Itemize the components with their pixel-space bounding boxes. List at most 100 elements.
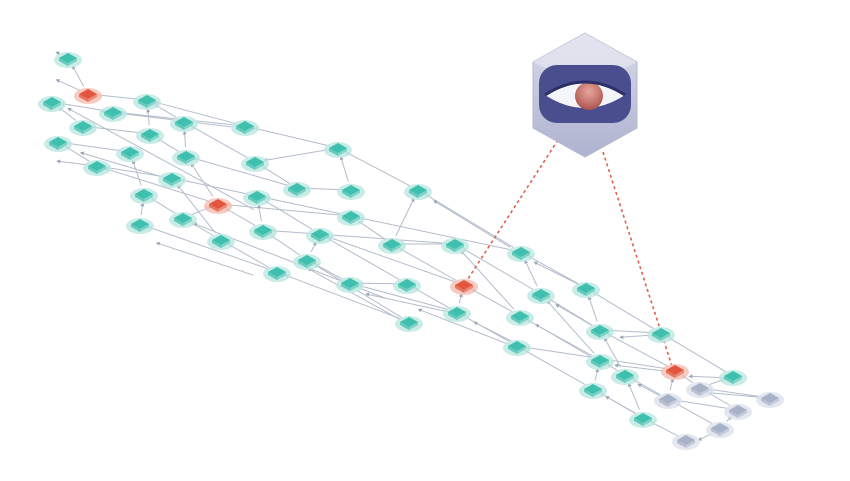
node-side-left xyxy=(135,194,144,202)
transaction-node-confirmed xyxy=(378,238,406,254)
node-side-left xyxy=(691,388,700,396)
node-side-right xyxy=(68,58,77,66)
edge xyxy=(339,155,349,182)
edge xyxy=(471,288,513,313)
node-side-right xyxy=(464,285,473,293)
node-side-right xyxy=(700,388,709,396)
node-side-right xyxy=(263,230,272,238)
edge xyxy=(365,292,450,313)
transaction-node-confirmed xyxy=(170,116,198,132)
node-side-right xyxy=(643,418,652,426)
edge xyxy=(458,293,463,304)
node-side-right xyxy=(521,252,530,260)
node-side-left xyxy=(104,112,113,120)
transaction-node-pending xyxy=(686,382,714,398)
edge xyxy=(399,248,457,281)
node-side-right xyxy=(83,126,92,134)
transaction-node-confirmed xyxy=(231,120,259,136)
node-side-right xyxy=(245,126,254,134)
edge xyxy=(708,391,762,398)
transaction-node-confirmed xyxy=(579,383,607,399)
node-side-left xyxy=(209,204,218,212)
transaction-node-confirmed xyxy=(324,142,352,158)
transaction-node-confirmed xyxy=(133,94,161,110)
edge xyxy=(264,200,313,230)
node-side-right xyxy=(418,190,427,198)
transaction-node-confirmed xyxy=(130,188,158,204)
node-side-right xyxy=(770,398,779,406)
edge xyxy=(154,104,177,118)
edge xyxy=(675,402,713,425)
transaction-node-confirmed xyxy=(44,136,72,152)
node-side-left xyxy=(43,102,52,110)
transaction-node-pending xyxy=(706,422,734,438)
edge xyxy=(79,151,164,178)
transaction-node-pending xyxy=(724,404,752,420)
node-side-left xyxy=(448,312,457,320)
node-side-right xyxy=(600,360,609,368)
node-side-left xyxy=(577,288,586,296)
node-side-right xyxy=(586,288,595,296)
node-side-right xyxy=(183,218,192,226)
node-side-left xyxy=(409,190,418,198)
edge xyxy=(58,107,77,121)
edge xyxy=(104,167,210,202)
edge xyxy=(327,236,456,283)
node-side-right xyxy=(520,316,529,324)
edge xyxy=(310,241,317,253)
node-side-right xyxy=(600,330,609,338)
edge xyxy=(284,274,401,320)
edge xyxy=(263,149,330,162)
transaction-node-confirmed xyxy=(158,172,186,188)
node-side-left xyxy=(138,100,147,108)
edge xyxy=(96,93,139,100)
transaction-node-confirmed xyxy=(136,128,164,144)
node-side-right xyxy=(675,370,684,378)
edge xyxy=(608,328,653,334)
node-side-right xyxy=(407,284,416,292)
node-side-left xyxy=(329,148,338,156)
node-side-left xyxy=(131,224,140,232)
node-side-left xyxy=(677,440,686,448)
node-side-right xyxy=(686,440,695,448)
edge xyxy=(65,146,90,162)
node-side-left xyxy=(177,156,186,164)
transaction-node-confirmed xyxy=(54,52,82,68)
node-side-right xyxy=(668,399,677,407)
edge xyxy=(632,378,661,396)
transaction-node-confirmed xyxy=(69,120,97,136)
node-side-left xyxy=(398,284,407,292)
node-side-right xyxy=(140,224,149,232)
transaction-node-confirmed xyxy=(126,218,154,234)
edge xyxy=(668,337,726,372)
node-side-left xyxy=(311,234,320,242)
node-side-right xyxy=(184,122,193,130)
watch-line xyxy=(465,139,559,283)
node-side-right xyxy=(257,196,266,204)
node-side-left xyxy=(652,333,661,341)
transaction-node-confirmed xyxy=(241,156,269,172)
node-side-left xyxy=(246,162,255,170)
edge xyxy=(357,220,385,240)
node-side-left xyxy=(248,196,257,204)
edge xyxy=(193,157,289,186)
transaction-node-confirmed xyxy=(586,324,614,340)
edge xyxy=(151,198,176,214)
edge xyxy=(708,387,762,398)
transaction-node-confirmed xyxy=(393,278,421,294)
transaction-node-confirmed xyxy=(507,246,535,262)
node-side-right xyxy=(351,190,360,198)
node-side-left xyxy=(298,260,307,268)
transaction-node-confirmed xyxy=(441,238,469,254)
transaction-node-confirmed xyxy=(443,306,471,322)
node-side-right xyxy=(144,194,153,202)
edge xyxy=(607,333,668,367)
edge xyxy=(307,267,401,321)
node-side-left xyxy=(174,218,183,226)
node-side-right xyxy=(455,244,464,252)
transaction-node-confirmed xyxy=(629,412,657,428)
node-side-left xyxy=(512,252,521,260)
transaction-node-flagged xyxy=(74,88,102,104)
edge xyxy=(425,194,514,248)
